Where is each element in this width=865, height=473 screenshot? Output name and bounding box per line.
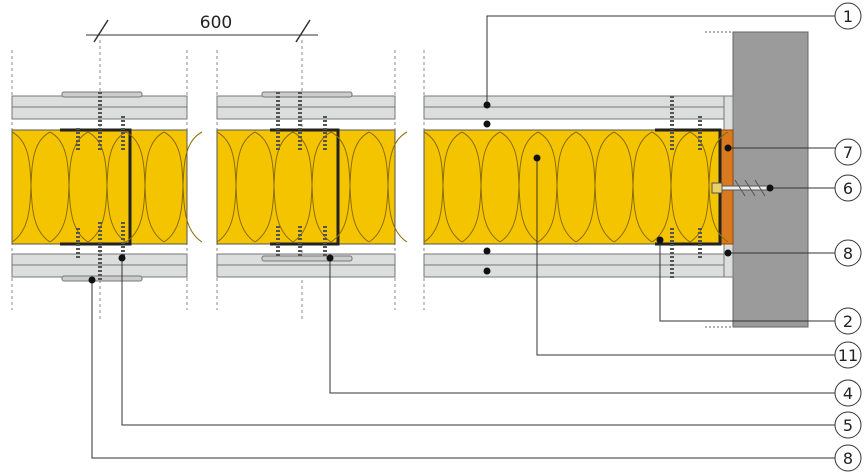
callout-8-top: 8 bbox=[834, 239, 862, 267]
wall-section-right bbox=[423, 95, 734, 278]
insulation-fiber bbox=[254, 131, 294, 243]
insulation-fiber bbox=[368, 131, 408, 243]
callout-1: 1 bbox=[834, 2, 862, 30]
leader-dots bbox=[88, 101, 774, 284]
insulation-fiber bbox=[11, 131, 51, 243]
callout-8-bottom: 8 bbox=[834, 444, 862, 472]
insulation-fiber bbox=[651, 131, 691, 243]
insulation-fiber bbox=[461, 131, 501, 243]
insulation-fiber bbox=[537, 131, 577, 243]
svg-text:2: 2 bbox=[843, 312, 853, 331]
svg-text:11: 11 bbox=[838, 346, 858, 365]
callouts: 1 7 6 8 2 11 4 5 8 bbox=[834, 2, 862, 472]
insulation-fiber bbox=[499, 131, 539, 243]
insulation-fiber bbox=[216, 131, 256, 243]
callout-4: 4 bbox=[834, 379, 862, 407]
insulation-fiber bbox=[163, 131, 203, 243]
callout-2: 2 bbox=[834, 307, 862, 335]
insulation-fiber bbox=[613, 131, 653, 243]
insulation-fiber bbox=[423, 131, 463, 243]
svg-text:1: 1 bbox=[843, 7, 853, 26]
callout-7: 7 bbox=[834, 138, 862, 166]
insulation-fiber bbox=[125, 131, 165, 243]
insulation-fiber bbox=[575, 131, 615, 243]
dimension-600: 600 bbox=[86, 13, 318, 43]
insulation-fiber bbox=[292, 131, 332, 243]
insulation-pattern bbox=[11, 131, 729, 243]
callout-6: 6 bbox=[834, 174, 862, 202]
wall-section-middle bbox=[216, 91, 396, 278]
callout-11: 11 bbox=[834, 341, 862, 369]
masonry-wall bbox=[705, 31, 809, 328]
svg-text:7: 7 bbox=[843, 143, 853, 162]
svg-text:8: 8 bbox=[843, 244, 853, 263]
leader-lines bbox=[91, 15, 835, 459]
insulation-fiber bbox=[87, 131, 127, 243]
insulation-fiber bbox=[330, 131, 370, 243]
svg-text:8: 8 bbox=[843, 449, 853, 468]
svg-text:6: 6 bbox=[843, 179, 853, 198]
svg-text:4: 4 bbox=[843, 384, 853, 403]
callout-5: 5 bbox=[834, 411, 862, 439]
screws bbox=[76, 92, 702, 282]
svg-text:5: 5 bbox=[843, 416, 853, 435]
dimension-label: 600 bbox=[200, 13, 232, 33]
